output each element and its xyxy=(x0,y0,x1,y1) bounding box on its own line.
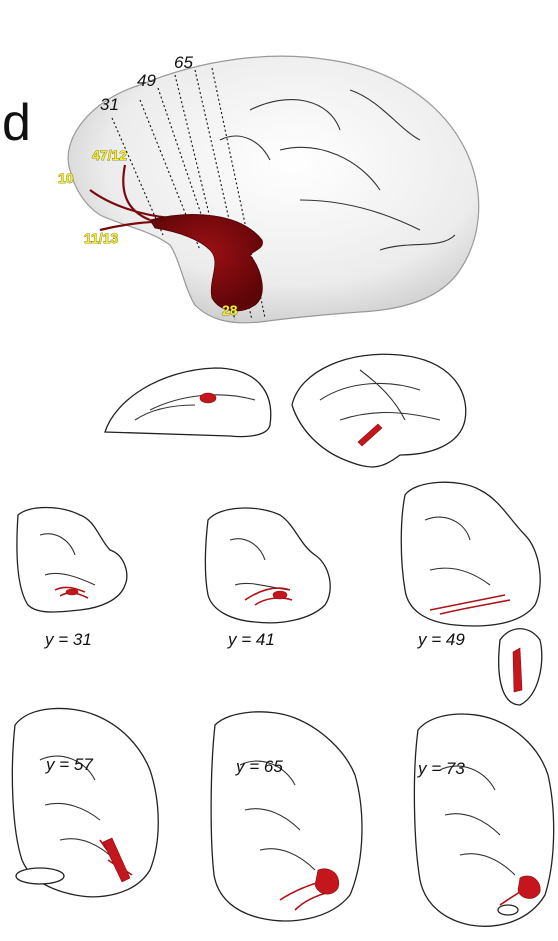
coronal-section-y57: y = 57 xyxy=(12,708,158,896)
area-label-28: 28 xyxy=(222,302,238,318)
slice-label-31: 31 xyxy=(100,95,119,114)
area-label-47-12: 47/12 xyxy=(92,147,127,163)
section-label-y49: y = 49 xyxy=(417,630,465,649)
slice-label-65: 65 xyxy=(174,53,193,72)
coronal-section-y73: y = 73 xyxy=(414,714,553,926)
area-label-10: 10 xyxy=(58,170,74,186)
slice-label-49: 49 xyxy=(137,71,156,90)
section-label-y57: y = 57 xyxy=(45,755,93,774)
medial-lesion xyxy=(200,393,216,403)
section-label-y31: y = 31 xyxy=(44,630,92,649)
coronal-section-y65: y = 65 xyxy=(211,712,362,921)
section-label-y73: y = 73 xyxy=(417,759,465,778)
section-label-y65: y = 65 xyxy=(235,757,283,776)
area-label-11-13: 11/13 xyxy=(84,230,118,246)
brain-surface xyxy=(68,56,479,323)
lesion-y31 xyxy=(66,589,78,595)
lesion-y41 xyxy=(273,591,287,599)
panel-letter: d xyxy=(2,94,31,152)
section-label-y41: y = 41 xyxy=(227,630,275,649)
coronal-section-y49: y = 49 xyxy=(401,482,542,705)
coronal-section-y31: y = 31 xyxy=(17,508,127,650)
lateral-brain-view: 31 49 65 10 47/12 11/13 28 xyxy=(58,53,479,323)
medial-outline-brain xyxy=(105,368,271,437)
lateral-outline-brain xyxy=(292,354,466,467)
coronal-section-y41: y = 41 xyxy=(205,508,330,649)
